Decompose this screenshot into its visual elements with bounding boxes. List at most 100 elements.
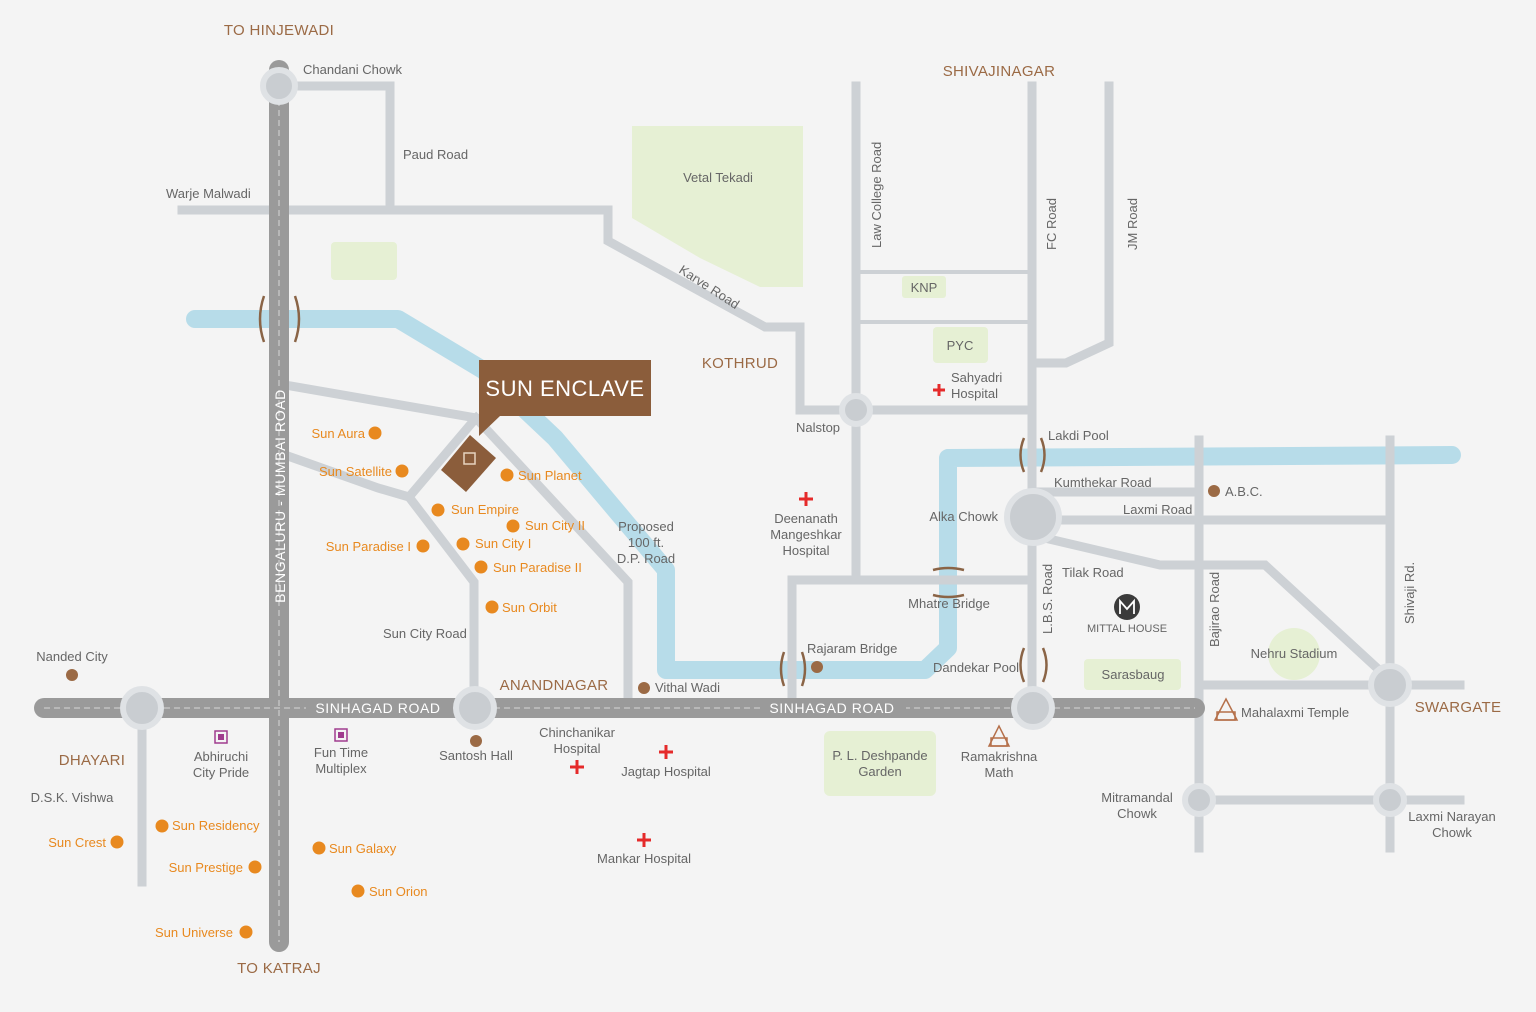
tilak-road-label: Tilak Road	[1062, 565, 1124, 580]
nalstop-label: Nalstop	[796, 420, 840, 435]
project-label: Sun Orion	[369, 884, 428, 899]
sinhagad-road-label: SINHAGAD ROAD	[769, 700, 894, 716]
pl-deshpande-area	[824, 731, 936, 796]
project-marker	[506, 519, 520, 533]
anandnagar-label: ANANDNAGAR	[500, 677, 609, 694]
bridge-icon	[258, 295, 301, 343]
project-marker	[368, 426, 382, 440]
law-college-road-label: Law College Road	[869, 142, 884, 248]
dp-road-label-2: 100 ft.	[628, 535, 664, 550]
sahyadri-hospital-label-2: Hospital	[951, 386, 998, 401]
project-marker	[110, 835, 124, 849]
project-label: Sun City I	[475, 536, 531, 551]
jm-road-label: JM Road	[1125, 198, 1140, 250]
cinema-icon	[334, 728, 348, 742]
mittal-house-logo-icon	[1114, 594, 1140, 620]
bengaluru-mumbai-road-label: BENGALURU - MUMBAI ROAD	[272, 389, 288, 603]
chandani-chowk-label: Chandani Chowk	[303, 62, 403, 77]
vetal-tekadi-area	[632, 126, 803, 287]
main-roads	[34, 60, 1205, 952]
vithal-wadi-label: Vithal Wadi	[655, 680, 720, 695]
project-label: Sun Prestige	[169, 860, 243, 875]
shivajinagar-label: SHIVAJINAGAR	[943, 63, 1056, 80]
hospital-icon	[570, 760, 584, 774]
project-marker	[416, 539, 430, 553]
knp-label: KNP	[911, 280, 938, 295]
laxmi-narayan-label-2: Chowk	[1432, 825, 1472, 840]
swargate-label: SWARGATE	[1415, 699, 1502, 716]
project-label: Sun Aura	[312, 426, 366, 441]
project-marker	[456, 537, 470, 551]
sarasbaug-area	[1084, 659, 1181, 690]
lakdi-pool-label: Lakdi Pool	[1048, 428, 1109, 443]
pyc-label: PYC	[947, 338, 974, 353]
warje-malwadi-label: Warje Malwadi	[166, 186, 251, 201]
mutha-river	[186, 310, 1461, 679]
junctions	[120, 67, 1412, 817]
hospital-icon	[933, 384, 945, 396]
sun-enclave-marker[interactable]: SUN ENCLAVE	[441, 360, 651, 492]
project-label: Sun Orbit	[502, 600, 557, 615]
project-label: Sun Universe	[155, 925, 233, 940]
santosh-hall-label: Santosh Hall	[439, 748, 513, 763]
project-label: Sun Planet	[518, 468, 582, 483]
abc-label: A.B.C.	[1225, 484, 1263, 499]
green-areas	[331, 126, 1320, 796]
laxmi-narayan-label-1: Laxmi Narayan	[1408, 809, 1495, 824]
project-markers: Sun Aura Sun Satellite Sun Planet Sun Em…	[48, 426, 585, 940]
project-marker	[155, 819, 169, 833]
chinchanikar-label-2: Hospital	[554, 741, 601, 756]
project-label: Sun Paradise I	[326, 539, 411, 554]
project-marker	[431, 503, 445, 517]
kumthekar-road-label: Kumthekar Road	[1054, 475, 1152, 490]
vithal-wadi-marker	[638, 682, 650, 694]
abhiruchi-label-2: City Pride	[193, 765, 249, 780]
project-marker	[395, 464, 409, 478]
project-marker	[248, 860, 262, 874]
to-hinjewadi-label: TO HINJEWADI	[224, 22, 334, 39]
abc-marker	[1208, 485, 1220, 497]
project-label: Sun City II	[525, 518, 585, 533]
pl-deshpande-label-2: Garden	[858, 764, 901, 779]
sinhagad-road-label: SINHAGAD ROAD	[315, 700, 440, 716]
bridge-icon	[1019, 647, 1048, 683]
dp-road-label-1: Proposed	[618, 519, 674, 534]
green-patch	[331, 242, 397, 280]
nanded-city-marker	[66, 669, 78, 681]
mankar-hospital-label: Mankar Hospital	[597, 851, 691, 866]
sarasbaug-label: Sarasbaug	[1102, 667, 1165, 682]
dhayari-label: DHAYARI	[59, 752, 126, 769]
bridges	[258, 295, 1048, 687]
deenanath-hospital-label-1: Deenanath	[774, 511, 838, 526]
project-label: Sun Crest	[48, 835, 106, 850]
rajaram-bridge-marker	[811, 661, 823, 673]
project-marker	[312, 841, 326, 855]
project-marker	[351, 884, 365, 898]
santosh-hall-marker	[470, 735, 482, 747]
nanded-city-label: Nanded City	[36, 649, 108, 664]
mahalaxmi-temple-label: Mahalaxmi Temple	[1241, 705, 1349, 720]
bajirao-road-label: Bajirao Road	[1207, 572, 1222, 647]
project-label: Sun Satellite	[319, 464, 392, 479]
landmark-markers	[66, 384, 1239, 847]
abhiruchi-label-1: Abhiruchi	[194, 749, 248, 764]
project-marker	[474, 560, 488, 574]
kothrud-label: KOTHRUD	[702, 355, 778, 372]
sun-enclave-label: SUN ENCLAVE	[485, 376, 644, 401]
laxmi-road-label: Laxmi Road	[1123, 502, 1192, 517]
mitramandal-label-2: Chowk	[1117, 806, 1157, 821]
direction-labels: TO HINJEWADI TO KATRAJ SHIVAJINAGAR KOTH…	[59, 22, 1502, 977]
sahyadri-hospital-label-1: Sahyadri	[951, 370, 1002, 385]
ramakrishna-label-1: Ramakrishna	[961, 749, 1038, 764]
project-label: Sun Galaxy	[329, 841, 397, 856]
jagtap-hospital-label: Jagtap Hospital	[621, 764, 711, 779]
chinchanikar-label-1: Chinchanikar	[539, 725, 616, 740]
project-marker	[500, 468, 514, 482]
temple-icon	[987, 724, 1011, 747]
vetal-tekadi-label: Vetal Tekadi	[683, 170, 753, 185]
nehru-stadium-label: Nehru Stadium	[1251, 646, 1338, 661]
alka-chowk-label: Alka Chowk	[929, 509, 998, 524]
bridge-icon	[932, 566, 965, 599]
mhatre-bridge-label: Mhatre Bridge	[908, 596, 990, 611]
